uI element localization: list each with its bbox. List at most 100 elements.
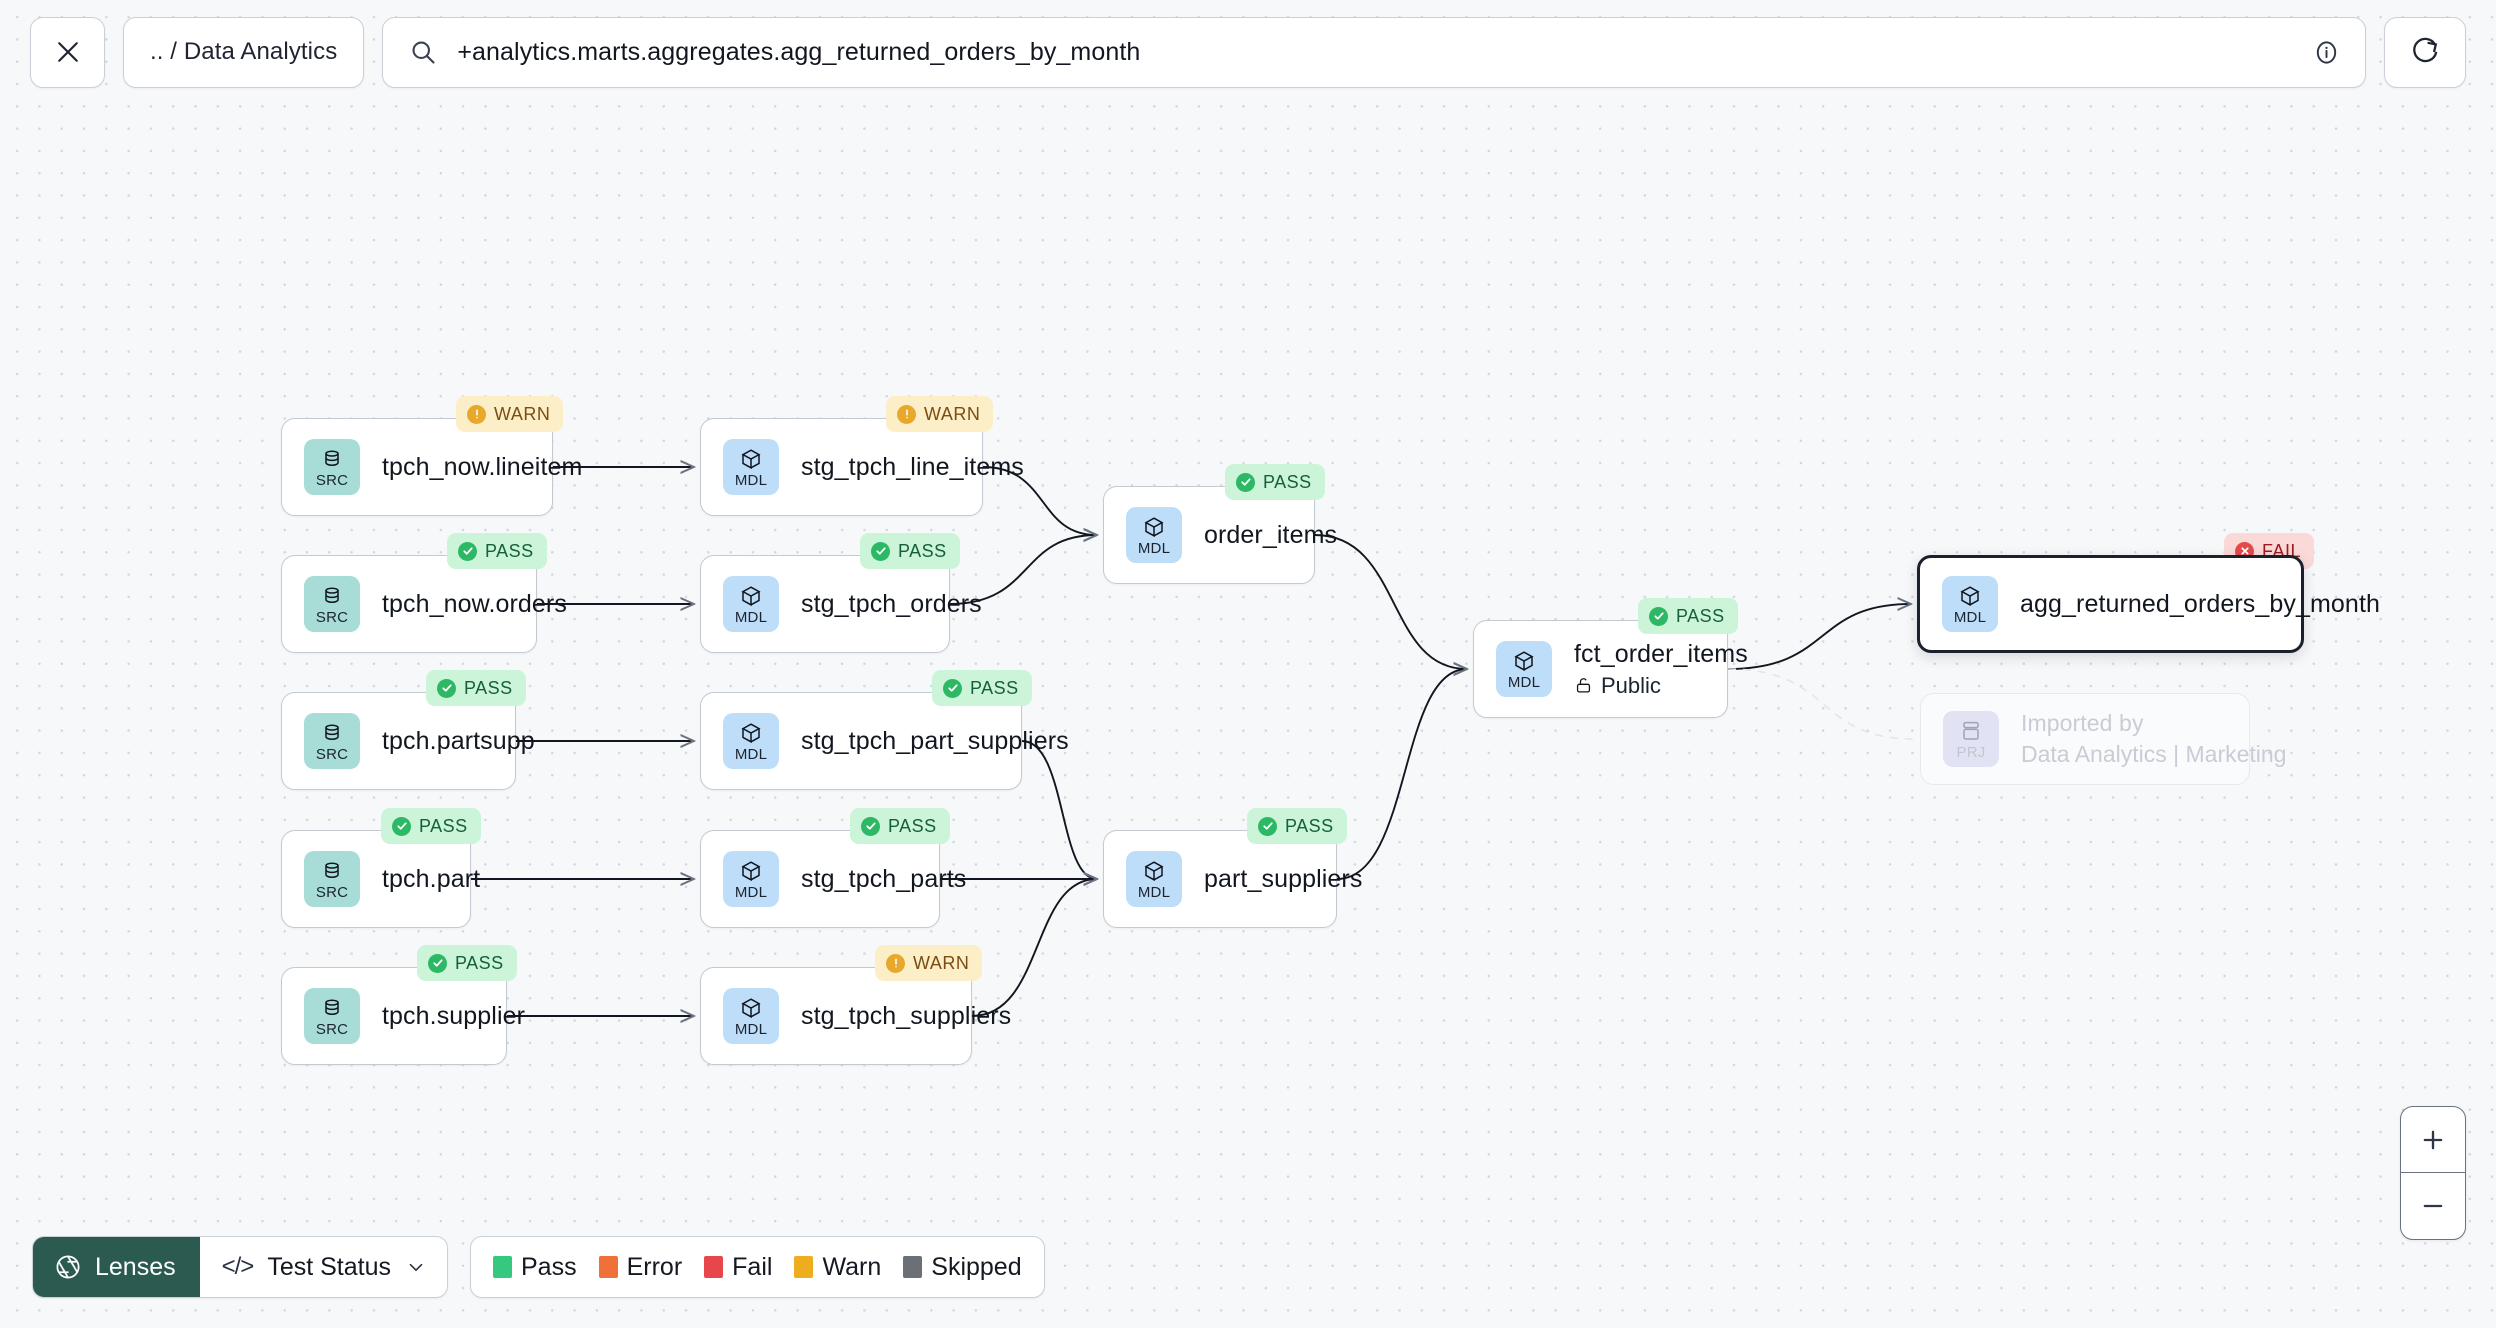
cube-icon [1960, 585, 1980, 606]
status-dot [886, 953, 905, 973]
node-subtitle-label: Data Analytics | Marketing [2021, 741, 2287, 767]
status-badge-pass[interactable]: PASS [1247, 808, 1347, 844]
status-badge-pass[interactable]: PASS [381, 808, 481, 844]
zoom-out-button[interactable] [2401, 1173, 2465, 1239]
node-type-label: SRC [315, 608, 349, 626]
close-button[interactable] [30, 16, 105, 88]
status-badge-pass[interactable]: PASS [447, 533, 547, 569]
graph-node-agg_returned_orders_by_month[interactable]: MDL agg_returned_orders_by_month [1917, 555, 2380, 653]
node-title: stg_tpch_orders [801, 589, 982, 618]
status-badge-pass[interactable]: PASS [860, 533, 960, 569]
legend-item-warn[interactable]: Warn [794, 1253, 881, 1282]
graph-node-tpch_supplier[interactable]: SRC tpch.supplier [281, 967, 526, 1065]
status-badge-warn[interactable]: WARN [886, 396, 994, 432]
check-icon [875, 547, 886, 555]
check-icon [396, 822, 407, 830]
cube-icon [741, 860, 761, 881]
node-text: tpch.partsupp [382, 726, 535, 756]
node-type-badge: SRC [304, 988, 360, 1044]
info-icon[interactable] [2312, 38, 2341, 67]
check-icon [1653, 612, 1664, 620]
node-type-label: PRJ [1956, 743, 1986, 761]
check-icon [1240, 478, 1251, 486]
lenses-button[interactable]: Lenses [33, 1237, 200, 1297]
status-badge-warn[interactable]: WARN [875, 945, 983, 981]
status-badge-pass[interactable]: PASS [1638, 598, 1738, 634]
status-label: PASS [1676, 605, 1725, 626]
test-status-dropdown[interactable]: </> Test Status [200, 1237, 447, 1297]
legend-item-pass[interactable]: Pass [493, 1253, 577, 1282]
status-label: PASS [455, 952, 504, 973]
node-text: tpch.part [382, 865, 480, 894]
lineage-edge [1727, 604, 1911, 670]
node-type-badge: MDL [723, 988, 779, 1044]
status-badge-pass[interactable]: PASS [932, 670, 1032, 706]
legend-item-fail[interactable]: Fail [704, 1253, 772, 1282]
node-type-badge: MDL [1942, 576, 1998, 632]
graph-node-tpch_partsupp[interactable]: SRC tpch.partsupp [281, 692, 535, 790]
graph-node-order_items[interactable]: MDL order_items [1103, 486, 1337, 584]
node-type-badge: MDL [723, 576, 779, 632]
status-dot [458, 541, 477, 561]
node-type-label: MDL [734, 1020, 768, 1038]
refresh-button[interactable] [2384, 16, 2466, 88]
zoom-in-button[interactable] [2401, 1107, 2465, 1173]
status-badge-pass[interactable]: PASS [417, 945, 517, 981]
node-type-label: MDL [1137, 883, 1171, 901]
status-dot [861, 816, 880, 836]
cube-icon [741, 997, 761, 1018]
node-type-label: SRC [315, 745, 349, 763]
node-title: tpch.supplier [382, 1001, 526, 1030]
graph-node-stg_tpch_orders[interactable]: MDL stg_tpch_orders [700, 555, 982, 653]
status-label: WARN [913, 952, 970, 973]
legend-label: Warn [822, 1252, 882, 1281]
node-title: tpch.partsupp [382, 726, 535, 755]
legend-swatch [493, 1256, 512, 1278]
legend-item-error[interactable]: Error [598, 1253, 682, 1282]
legend-label: Skipped [931, 1252, 1022, 1281]
graph-node-stg_tpch_suppliers[interactable]: MDL stg_tpch_suppliers [700, 967, 1012, 1065]
node-type-label: MDL [734, 608, 768, 626]
status-badge-warn[interactable]: WARN [456, 396, 564, 432]
node-subtitle: Public [1574, 673, 1727, 699]
node-type-label: MDL [1507, 673, 1541, 691]
lineage-edge [1314, 534, 1467, 669]
status-dot [943, 678, 962, 698]
breadcrumb-button[interactable]: .. / Data Analytics [123, 16, 365, 88]
node-text: stg_tpch_suppliers [801, 1001, 1012, 1031]
node-text: order_items [1204, 521, 1337, 550]
node-title: agg_returned_orders_by_month [2020, 589, 2380, 618]
minus-icon [2423, 1204, 2443, 1208]
check-icon [947, 684, 958, 692]
lineage-edge [1021, 740, 1097, 879]
check-icon [1262, 822, 1273, 830]
legend-item-skipped[interactable]: Skipped [903, 1252, 1022, 1282]
cube-icon [1514, 650, 1534, 671]
status-badge-pass[interactable]: PASS [850, 808, 950, 844]
project-icon [1963, 721, 1979, 740]
node-title: stg_tpch_suppliers [801, 1001, 1012, 1030]
status-dot [897, 404, 916, 424]
status-legend: Pass Error Fail Warn Skipped [470, 1236, 1045, 1298]
search-bar[interactable]: +analytics.marts.aggregates.agg_returned… [382, 16, 2366, 88]
node-text: stg_tpch_part_suppliers [801, 727, 1069, 756]
status-badge-pass[interactable]: PASS [426, 670, 526, 706]
node-type-label: MDL [1137, 539, 1171, 557]
top-toolbar: .. / Data Analytics +analytics.marts.agg… [0, 0, 2496, 104]
node-type-badge: MDL [723, 439, 779, 495]
search-input[interactable]: +analytics.marts.aggregates.agg_returned… [457, 37, 1141, 66]
status-dot [467, 404, 486, 424]
status-badge-pass[interactable]: PASS [1225, 464, 1325, 500]
